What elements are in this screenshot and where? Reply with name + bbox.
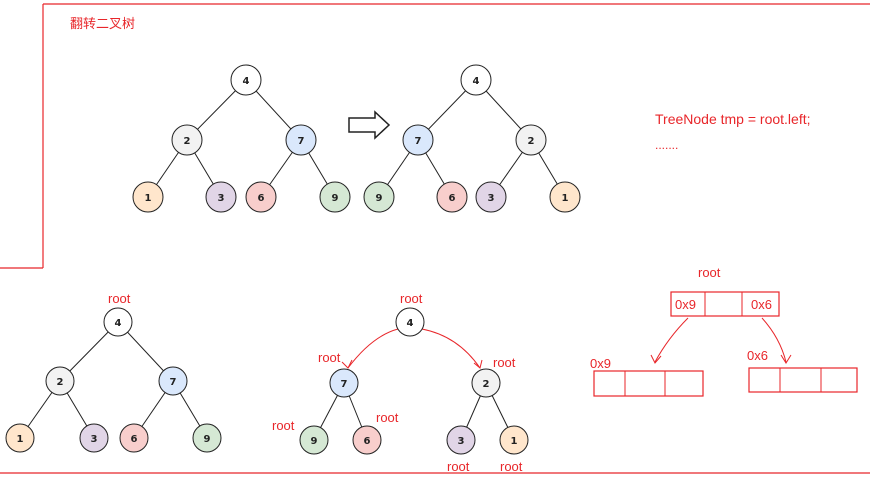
tree-node-before-right: 7 bbox=[285, 124, 317, 156]
root-label: root bbox=[493, 355, 516, 370]
node-value: 6 bbox=[131, 434, 138, 445]
tree-node-after-lr: 6 bbox=[436, 181, 468, 213]
right-arrow-icon bbox=[348, 110, 391, 140]
frame-lines bbox=[0, 3, 870, 474]
node-value: 9 bbox=[204, 434, 211, 445]
node-value: 4 bbox=[473, 76, 480, 87]
tree-node-step_a-rl: 6 bbox=[119, 423, 149, 453]
tree-node-step_a-root: 4 bbox=[103, 307, 133, 337]
node-value: 6 bbox=[449, 193, 456, 204]
tree-nodes: 4 2 7 1 3 6 9 4 7 2 9 6 3 1 4 2 7 1 3 6 9 4 7 2 9 6 3 1 bbox=[5, 64, 581, 455]
tree-node-step_b-right: 2 bbox=[471, 368, 501, 398]
tree-node-step_a-left: 2 bbox=[45, 366, 75, 396]
tree-node-step_b-rl: 3 bbox=[446, 425, 476, 455]
memory-diagram: root 0x9 0x6 0x9 0x6 bbox=[590, 265, 858, 397]
tree-node-after-rr: 1 bbox=[549, 181, 581, 213]
code-line-2: ....... bbox=[655, 138, 678, 152]
right-node-box bbox=[748, 367, 858, 393]
node-value: 9 bbox=[376, 193, 383, 204]
node-value: 1 bbox=[17, 434, 24, 445]
right-address-label: 0x6 bbox=[747, 348, 768, 363]
node-value: 2 bbox=[528, 136, 535, 147]
tree-node-after-ll: 9 bbox=[363, 181, 395, 213]
node-value: 7 bbox=[341, 379, 348, 390]
tree-node-before-ll: 1 bbox=[132, 181, 164, 213]
node-value: 7 bbox=[415, 136, 422, 147]
node-value: 1 bbox=[511, 436, 518, 447]
tree-node-step_a-right: 7 bbox=[158, 366, 188, 396]
root-box-cell-left: 0x9 bbox=[675, 297, 696, 312]
node-value: 7 bbox=[298, 136, 305, 147]
tree-node-step_a-rr: 9 bbox=[192, 423, 222, 453]
diagram-title: 翻转二叉树 bbox=[70, 16, 135, 31]
root-label: root bbox=[318, 350, 341, 365]
tree-node-before-rl: 6 bbox=[245, 181, 277, 213]
left-node-box bbox=[593, 370, 704, 397]
node-value: 1 bbox=[145, 193, 152, 204]
node-value: 2 bbox=[57, 377, 64, 388]
root-label: root bbox=[108, 291, 131, 306]
node-value: 6 bbox=[258, 193, 265, 204]
root-label: root bbox=[447, 459, 470, 474]
tree-node-step_b-root: 4 bbox=[395, 307, 425, 337]
root-label: root bbox=[500, 459, 523, 474]
tree-node-step_a-lr: 3 bbox=[79, 423, 109, 453]
node-value: 7 bbox=[170, 377, 177, 388]
root-label: root bbox=[376, 410, 399, 425]
tree-node-after-root: 4 bbox=[460, 64, 492, 96]
node-value: 1 bbox=[562, 193, 569, 204]
node-value: 4 bbox=[407, 318, 414, 329]
root-box bbox=[670, 291, 780, 317]
node-value: 3 bbox=[488, 193, 495, 204]
code-line-1: TreeNode tmp = root.left; bbox=[655, 111, 811, 127]
root-box-cell-right: 0x6 bbox=[751, 297, 772, 312]
node-value: 4 bbox=[115, 318, 122, 329]
tree-node-after-left: 7 bbox=[402, 124, 434, 156]
root-label: root bbox=[400, 291, 423, 306]
node-value: 6 bbox=[364, 436, 371, 447]
tree-node-step_a-ll: 1 bbox=[5, 423, 35, 453]
memory-root-label: root bbox=[698, 265, 721, 280]
node-value: 3 bbox=[218, 193, 225, 204]
tree-node-after-right: 2 bbox=[515, 124, 547, 156]
tree-node-step_b-left: 7 bbox=[329, 368, 359, 398]
tree-node-step_b-lr: 6 bbox=[352, 425, 382, 455]
tree-node-before-root: 4 bbox=[230, 64, 262, 96]
node-value: 2 bbox=[184, 136, 191, 147]
root-labels: root root root root root root root root bbox=[108, 291, 523, 474]
node-value: 2 bbox=[483, 379, 490, 390]
node-value: 9 bbox=[311, 436, 318, 447]
node-value: 9 bbox=[332, 193, 339, 204]
node-value: 3 bbox=[91, 434, 98, 445]
tree-node-step_b-rr: 1 bbox=[499, 425, 529, 455]
left-address-label: 0x9 bbox=[590, 356, 611, 371]
tree-node-before-lr: 3 bbox=[205, 181, 237, 213]
tree-node-before-left: 2 bbox=[171, 124, 203, 156]
tree-node-step_b-ll: 9 bbox=[299, 425, 329, 455]
node-value: 3 bbox=[458, 436, 465, 447]
root-label: root bbox=[272, 418, 295, 433]
tree-node-before-rr: 9 bbox=[319, 181, 351, 213]
tree-node-after-rl: 3 bbox=[475, 181, 507, 213]
node-value: 4 bbox=[243, 76, 250, 87]
